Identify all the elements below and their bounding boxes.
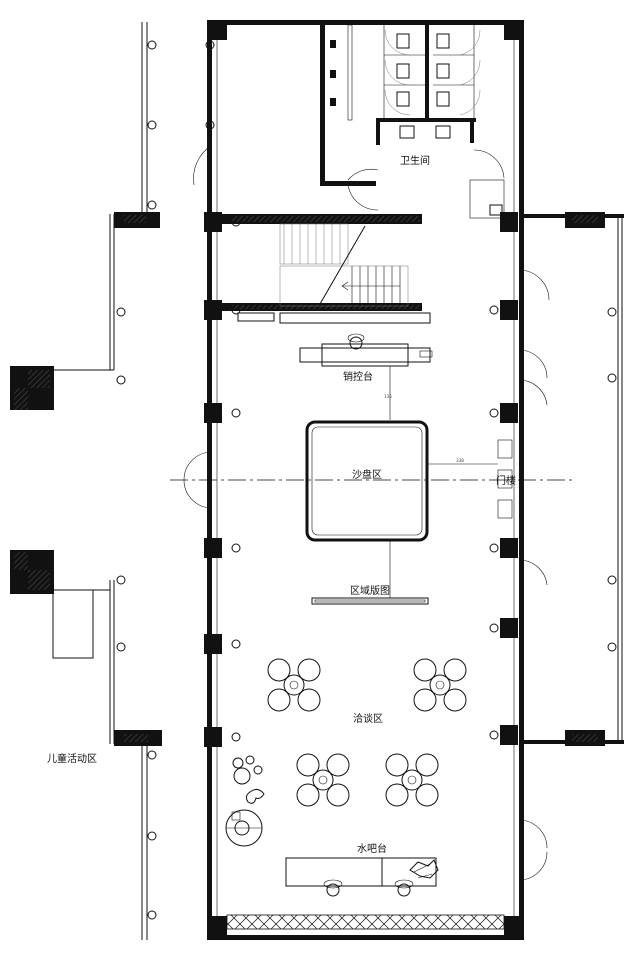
play-equipment [225, 755, 265, 847]
water-bar [285, 857, 439, 897]
sand-table-label: 沙盘区 [352, 468, 382, 481]
stair-divider [222, 214, 431, 324]
table-set-2 [413, 658, 467, 712]
kids-area-walls [10, 22, 162, 940]
left-column-markers [116, 40, 157, 920]
sand-dimension: 338 [456, 458, 464, 463]
sales-desk [299, 333, 433, 420]
wall-columns [204, 40, 518, 747]
sales-desk-label: 销控台 [343, 370, 373, 383]
table-set-3 [296, 753, 350, 807]
sand-table [305, 420, 498, 598]
right-annex [524, 212, 624, 746]
regional-map-label: 区域版图 [350, 584, 390, 597]
door-swings [183, 144, 550, 881]
kids-area-label: 儿童活动区 [47, 752, 97, 765]
water-bar-label: 水吧台 [357, 842, 387, 855]
restroom-block [320, 24, 505, 219]
negotiation-label: 洽谈区 [353, 712, 383, 725]
restroom-label: 卫生间 [400, 154, 430, 167]
entrance-label: 门楼 [496, 474, 516, 487]
desk-dimension: 135 [384, 394, 392, 399]
stair [279, 223, 409, 307]
table-set-1 [267, 658, 321, 712]
regional-map-board [311, 597, 429, 605]
entrance-markers [497, 439, 513, 519]
table-set-4 [385, 753, 439, 807]
